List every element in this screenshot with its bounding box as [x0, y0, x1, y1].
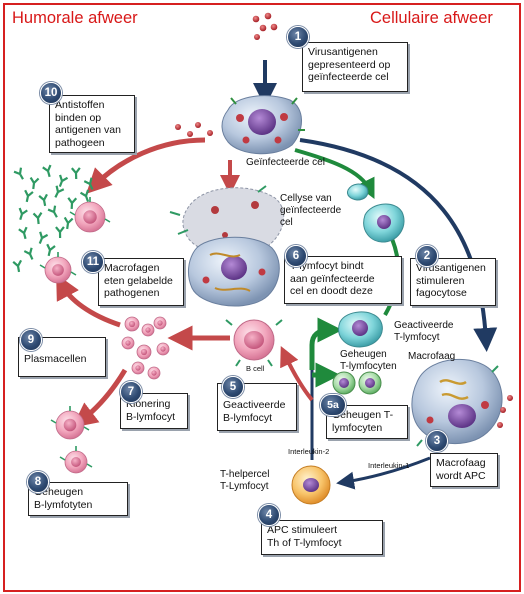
- arrow-t-up: [309, 317, 343, 370]
- arrow-macrophage-humoral: [56, 273, 121, 328]
- step-5a-badge: 5a: [320, 394, 346, 416]
- infected-cell: [221, 95, 305, 155]
- t-cell-cytotoxic: [363, 203, 405, 243]
- antibody-icon: [18, 207, 28, 221]
- step-4-box: APC stimuleert Th of T-lymfocyt: [261, 520, 383, 555]
- virus-cluster-top: [252, 12, 278, 40]
- pink-cell: [153, 316, 167, 330]
- antibody-icon: [24, 189, 34, 203]
- antibody-icon: [79, 189, 90, 203]
- step-1-box: Virusantigenen gepresenteerd op geïnfect…: [302, 42, 408, 92]
- target-cell: [187, 236, 280, 307]
- antibody-icon: [67, 197, 78, 210]
- arrow-macrophage-to-th: [336, 456, 431, 490]
- pink-cell: [136, 344, 152, 360]
- b-cell: [225, 319, 283, 367]
- antibody-icon: [18, 226, 28, 240]
- antibody-icon: [13, 167, 24, 180]
- pink-cell: [121, 336, 135, 350]
- step-1-badge: 1: [287, 26, 309, 48]
- arrow-cell-to-lysis: [294, 148, 375, 199]
- antibody-icon: [55, 226, 65, 239]
- step-9-box: Plasmacellen: [18, 337, 106, 377]
- antibody-cluster: [12, 164, 94, 273]
- step-7-badge: 7: [120, 381, 142, 403]
- step-2-badge: 2: [416, 245, 438, 267]
- antibody-icon: [38, 231, 49, 244]
- macrophage-cell: [411, 358, 513, 447]
- pink-cell: [39, 252, 77, 284]
- label-b-cell: B cell: [246, 364, 265, 373]
- lysed-cell: [169, 185, 285, 256]
- arrow-cell-to-antibody: [86, 137, 206, 194]
- antibody-icon: [38, 193, 48, 207]
- label-activated-t: Geactiveerde T-lymfocyt: [394, 320, 454, 343]
- antibody-icon: [83, 177, 94, 190]
- label-cell-lysis: Cellyse van geïnfecteerde cel: [280, 193, 342, 228]
- pink-cell: [59, 446, 93, 474]
- label-infected-cell: Geïnfecteerde cel: [246, 157, 325, 168]
- t-helper-cell: [291, 465, 331, 505]
- label-t-helper: T-helpercel T-Lymfocyt: [220, 469, 270, 492]
- step-3-badge: 3: [426, 430, 448, 452]
- virus-cluster-left: [175, 122, 213, 137]
- antibody-icon: [47, 205, 58, 218]
- activated-t-cell: [338, 311, 383, 348]
- antibody-icon: [29, 176, 40, 190]
- step-11-badge: 11: [82, 251, 104, 273]
- step-9-badge: 9: [20, 329, 42, 351]
- step-6-badge: 6: [285, 245, 307, 267]
- pink-cell: [147, 366, 161, 380]
- step-4-badge: 4: [258, 504, 280, 526]
- antibody-icon: [58, 174, 69, 187]
- label-interleukin-1: Interleukin-1: [368, 461, 410, 470]
- diagram-frame: [3, 3, 521, 592]
- antibody-icon: [70, 167, 81, 180]
- antibody-icon: [32, 212, 43, 225]
- step-11-box: Macrofagen eten gelabelde pathogenen: [98, 258, 184, 306]
- antibody-icon: [12, 259, 23, 273]
- label-macrophage: Macrofaag: [408, 351, 456, 362]
- antibody-icon: [63, 216, 74, 230]
- pink-cell: [131, 361, 145, 375]
- memory-t-cells: [332, 371, 382, 395]
- pink-cell: [156, 342, 170, 356]
- step-5-badge: 5: [222, 376, 244, 398]
- step-10-badge: 10: [40, 82, 62, 104]
- step-3-box: Macrofaag wordt APC: [430, 453, 498, 487]
- antibody-icon: [46, 243, 56, 257]
- pink-cell: [69, 197, 111, 233]
- label-memory-t: Geheugen T-lymfocyten: [340, 349, 397, 372]
- antibody-icon: [42, 164, 52, 178]
- pink-cell: [141, 323, 155, 337]
- t-cell-small: [347, 183, 369, 201]
- pink-cell: [50, 406, 90, 440]
- label-interleukin-2: Interleukin-2: [288, 447, 330, 456]
- step-10-box: Antistoffen binden op antigenen van path…: [49, 95, 135, 153]
- step-8-badge: 8: [27, 471, 49, 493]
- arrow-plasma-to-memory: [72, 368, 128, 428]
- pink-cell-groups: [39, 197, 170, 474]
- pink-cell: [124, 316, 140, 332]
- header-humoral: Humorale afweer: [12, 9, 138, 27]
- antibody-icon: [23, 247, 34, 260]
- header-cellular: Cellulaire afweer: [370, 9, 493, 27]
- arrow-th-to-b: [280, 345, 314, 402]
- step-2-box: Virusantigenen stimuleren fagocytose: [410, 258, 496, 306]
- antibody-icon: [54, 185, 65, 198]
